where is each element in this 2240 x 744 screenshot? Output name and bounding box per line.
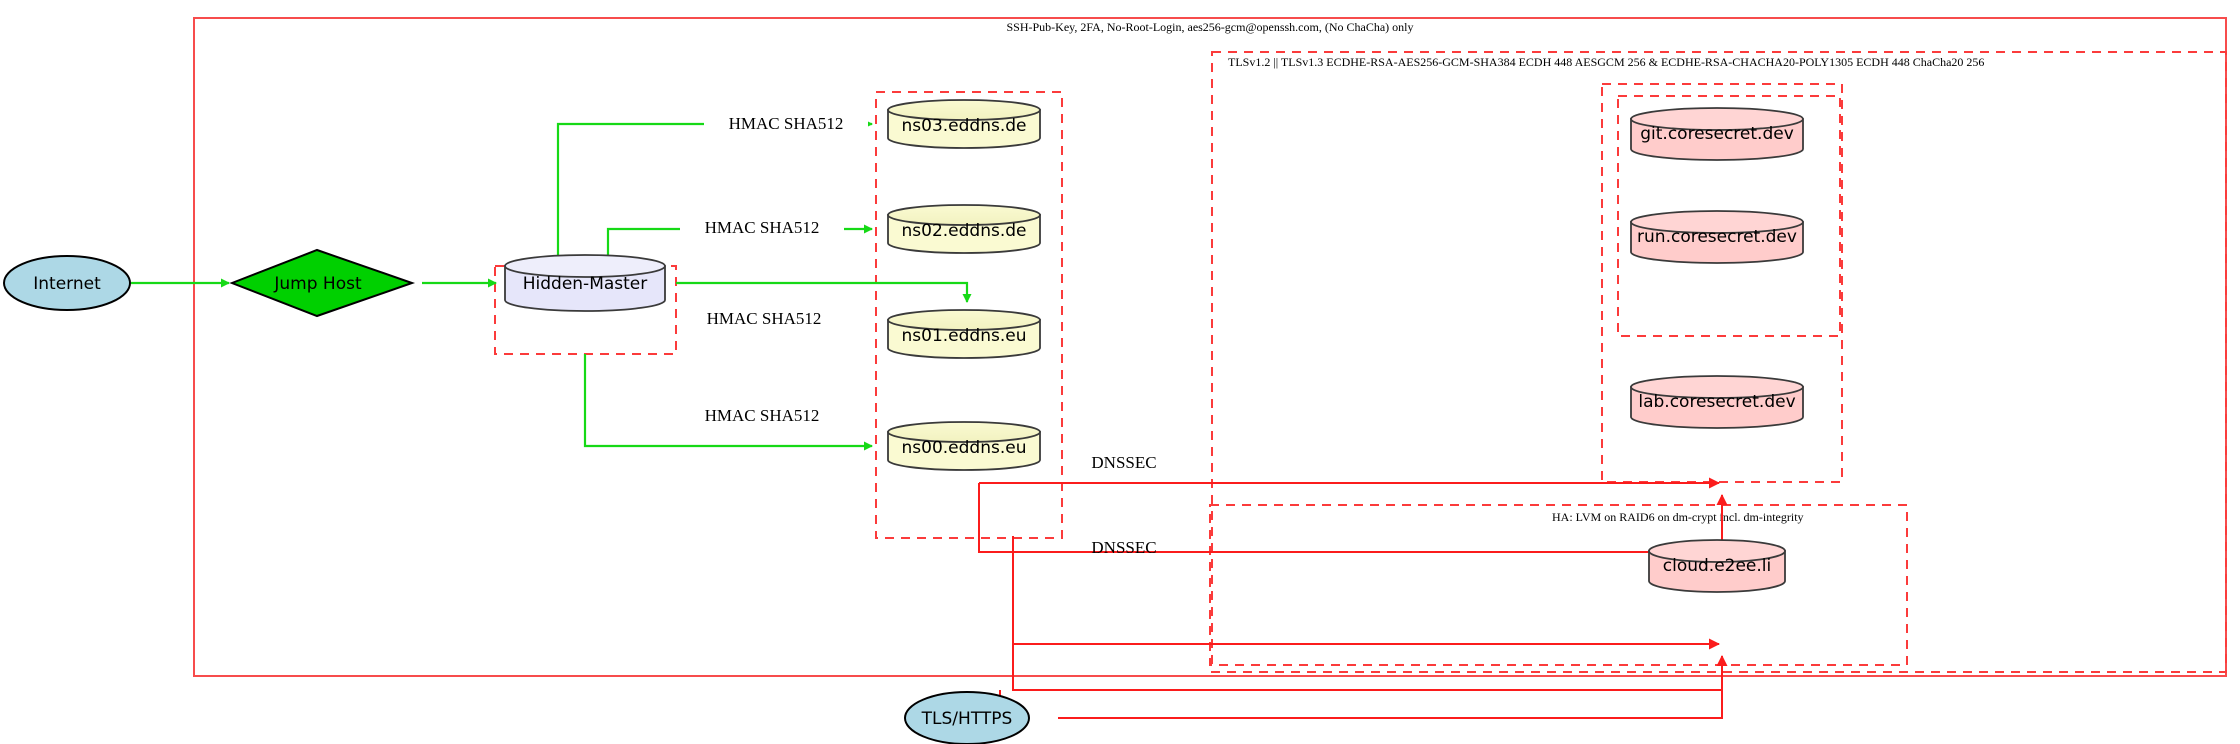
edge-label-dnssec-lower: DNSSEC [1091,538,1156,557]
tls-zone-label: TLSv1.2 || TLSv1.3 ECDHE-RSA-AES256-GCM-… [1228,55,1984,69]
coresecret-group-boundary [1601,83,1843,483]
edge-tlshttps-right [1058,690,1723,719]
node-hidden-master[interactable]: Hidden-Master [504,254,666,312]
edge-label-hmac-ns03: HMAC SHA512 [729,114,844,133]
node-internet-label: Internet [33,274,101,294]
node-cloud-e2ee[interactable]: cloud.e2ee.li [1648,539,1786,593]
node-ns00-label: ns00.eddns.eu [902,438,1027,458]
edge-label-hmac-ns02: HMAC SHA512 [705,218,820,237]
node-git-coresecret-label: git.coresecret.dev [1640,124,1794,144]
dns-zone-boundary [875,91,1063,539]
node-ns02[interactable]: ns02.eddns.de [887,204,1041,254]
coresecret-gitrun-boundary [1617,95,1841,337]
edge-dnssec-upper-riser [978,483,1728,553]
edge-label-dnssec-upper: DNSSEC [1091,453,1156,472]
node-lab-coresecret[interactable]: lab.coresecret.dev [1630,375,1804,429]
node-tls-https-label: TLS/HTTPS [921,709,1013,729]
node-hidden-master-label: Hidden-Master [523,274,648,294]
edge-dnssec-lower-riser [1012,644,1728,691]
ssh-zone-label: SSH-Pub-Key, 2FA, No-Root-Login, aes256-… [1006,20,1413,34]
node-ns03[interactable]: ns03.eddns.de [887,99,1041,149]
ssh-zone-boundary [193,17,2227,677]
ha-zone-label: HA: LVM on RAID6 on dm-crypt incl. dm-in… [1552,510,1804,524]
edge-label-hmac-ns00: HMAC SHA512 [705,406,820,425]
node-lab-coresecret-label: lab.coresecret.dev [1638,392,1795,412]
edge-master-ns03 [556,119,873,266]
edge-master-ns00 [583,354,873,451]
node-git-coresecret[interactable]: git.coresecret.dev [1630,107,1804,161]
ha-zone-boundary [1209,504,1908,666]
node-ns01[interactable]: ns01.eddns.eu [887,309,1041,359]
node-jump-host[interactable]: Jump Host [229,248,416,318]
node-tls-https[interactable]: TLS/HTTPS [904,691,1030,744]
edge-master-ns01 [676,281,972,303]
node-ns00[interactable]: ns00.eddns.eu [887,421,1041,471]
node-run-coresecret-label: run.coresecret.dev [1637,227,1797,247]
node-run-coresecret[interactable]: run.coresecret.dev [1630,210,1804,264]
node-internet[interactable]: Internet [3,255,131,311]
node-jump-host-label: Jump Host [273,274,362,294]
node-ns01-label: ns01.eddns.eu [902,326,1027,346]
node-cloud-e2ee-label: cloud.e2ee.li [1663,556,1771,576]
node-ns02-label: ns02.eddns.de [902,221,1027,241]
edge-label-hmac-ns01: HMAC SHA512 [707,309,822,328]
node-ns03-label: ns03.eddns.de [902,116,1027,136]
